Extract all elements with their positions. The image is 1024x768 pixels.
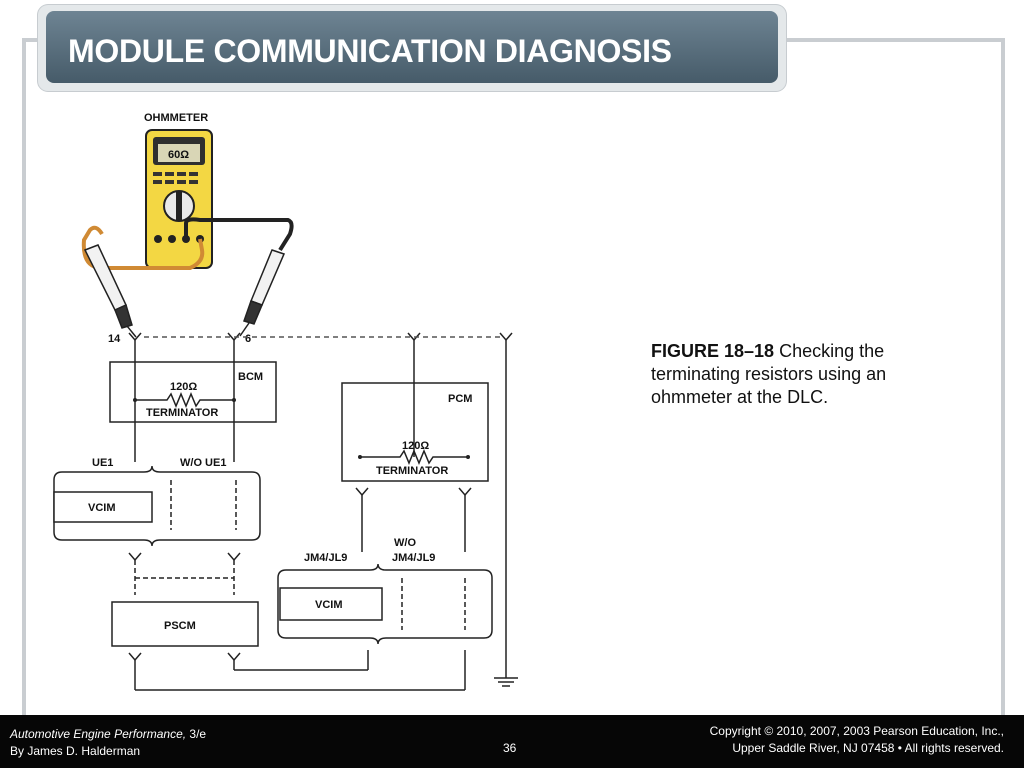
ohmmeter: OHMMETER 60Ω (144, 112, 213, 269)
pin-14-label: 14 (108, 333, 121, 345)
footer-copyright: Copyright © 2010, 2007, 2003 Pearson Edu… (710, 723, 1004, 757)
ohmmeter-label: OHMMETER (144, 112, 208, 124)
wo-label: W/O (394, 537, 416, 549)
vcim-1-label: VCIM (88, 502, 116, 514)
vcim-module-1 (53, 491, 153, 523)
wo-ue1-label: W/O UE1 (180, 457, 226, 469)
figure-label: FIGURE 18–18 (651, 341, 775, 361)
pcm-terminator-label: TERMINATOR (376, 465, 448, 477)
vcim-2-label: VCIM (315, 599, 343, 611)
pin-6-label: 6 (245, 333, 251, 345)
meter-reading: 60Ω (168, 149, 189, 161)
jm4-label: JM4/JL9 (304, 552, 347, 564)
figure-caption: FIGURE 18–18 Checking the terminating re… (651, 340, 941, 409)
copyright-line-2: Upper Saddle River, NJ 07458 • All right… (732, 741, 1004, 755)
bcm-module (109, 361, 277, 423)
bcm-label: BCM (238, 371, 263, 383)
book-edition: 3/e (186, 727, 207, 741)
wo-jm4-label: JM4/JL9 (392, 552, 435, 564)
slide-title: MODULE COMMUNICATION DIAGNOSIS (68, 33, 672, 69)
footer-book-info: Automotive Engine Performance, 3/e By Ja… (10, 726, 206, 760)
copyright-line-1: Copyright © 2010, 2007, 2003 Pearson Edu… (709, 724, 1004, 738)
title-banner: MODULE COMMUNICATION DIAGNOSIS (38, 5, 786, 91)
title-banner-inner: MODULE COMMUNICATION DIAGNOSIS (46, 11, 778, 83)
pcm-module (341, 382, 489, 482)
circuit-diagram: OHMMETER 60Ω 14 6 BCM 120Ω (53, 112, 518, 691)
page-number: 36 (503, 741, 517, 755)
probe-left (83, 244, 137, 338)
book-title: Automotive Engine Performance, (10, 727, 187, 741)
bcm-terminator-label: TERMINATOR (146, 407, 218, 419)
footer-bar: Automotive Engine Performance, 3/e By Ja… (0, 715, 1024, 768)
probe-right (239, 249, 286, 337)
vcim-module-2 (279, 587, 383, 621)
pcm-resistor-value: 120Ω (402, 440, 429, 452)
figure-caption-text: Checking the terminating resistors using… (651, 341, 887, 407)
ue1-label: UE1 (92, 457, 113, 469)
book-author: By James D. Halderman (10, 744, 141, 758)
pcm-label: PCM (448, 393, 472, 405)
pscm-module (111, 601, 259, 647)
bcm-resistor-value: 120Ω (170, 381, 197, 393)
pscm-label: PSCM (164, 620, 196, 632)
